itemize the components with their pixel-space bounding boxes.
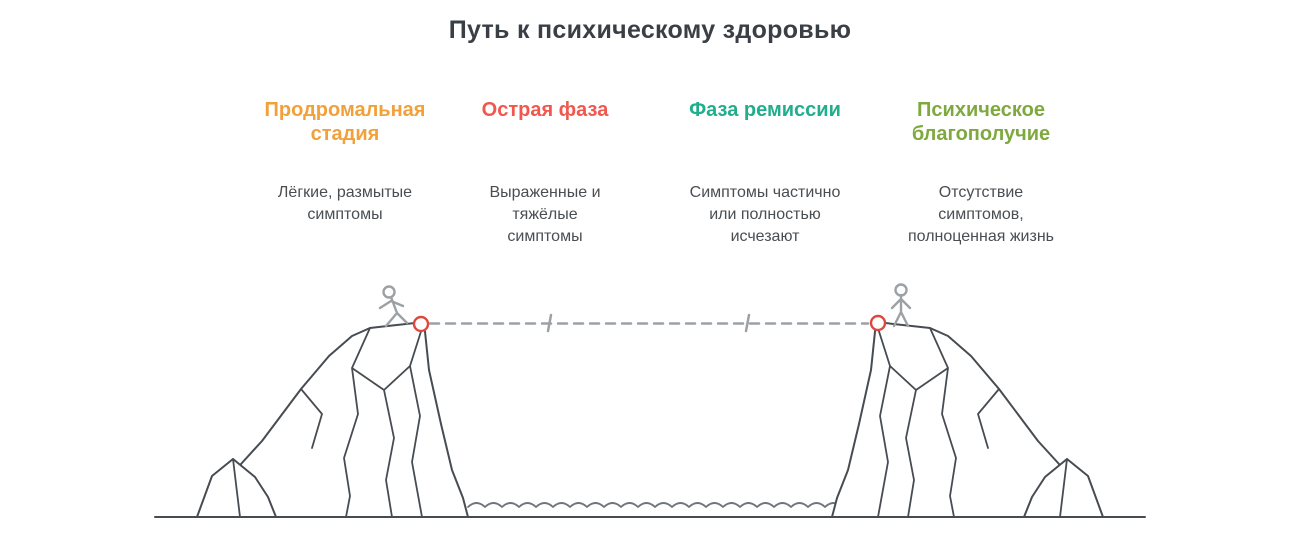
water-waves <box>467 502 843 508</box>
stage-description-wellbeing: Отсутствие симптомов, полноценная жизнь <box>908 184 1054 246</box>
stage-label-wellbeing: Психическое благополучие <box>911 99 1051 146</box>
right-cliff-facets <box>875 321 1000 518</box>
left-figure-body <box>378 295 409 328</box>
stage-description-prodromal: Лёгкие, размытые симптомы <box>277 184 413 224</box>
stage-label-acute: Острая фаза <box>481 99 609 121</box>
stage-column-remission: Фаза ремиссии Симптомы частично или полн… <box>655 98 875 245</box>
stage-label-prodromal: Продромальная стадия <box>264 99 426 146</box>
stage-description-acute: Выраженные и тяжёлые симптомы <box>489 184 601 246</box>
right-figure-body <box>890 293 912 328</box>
left-cliff-facets <box>300 321 425 518</box>
right-foothill-facet <box>1059 458 1068 518</box>
left-cliff-group <box>196 321 469 518</box>
tightrope-group <box>428 313 870 333</box>
left-figure-head <box>382 285 396 299</box>
page-title: Путь к психическому здоровью <box>448 16 852 44</box>
rope-tick-marks <box>546 313 751 333</box>
right-stick-figure <box>890 283 912 328</box>
right-cliff <box>831 321 1068 518</box>
stage-column-wellbeing: Психическое благополучие Отсутствие симп… <box>881 98 1081 245</box>
left-cliff <box>232 321 469 518</box>
right-cliff-group <box>831 321 1104 518</box>
left-anchor-ring <box>412 315 430 333</box>
right-anchor-ring <box>869 314 887 332</box>
stage-column-acute: Острая фаза Выраженные и тяжёлые симптом… <box>445 98 645 245</box>
left-stick-figure <box>378 285 409 328</box>
stage-description-remission: Симптомы частично или полностью исчезают <box>689 184 841 246</box>
stage-label-remission: Фаза ремиссии <box>689 99 841 121</box>
stage-column-prodromal: Продромальная стадия Лёгкие, размытые си… <box>250 98 440 223</box>
left-foothill-facet <box>232 458 241 518</box>
